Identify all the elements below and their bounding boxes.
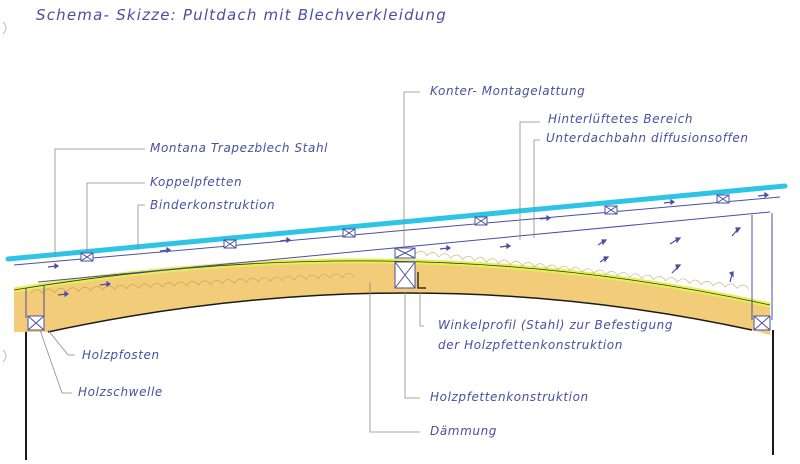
sill-box-right [753, 315, 771, 331]
label-koppelpfetten: Koppelpfetten [150, 175, 243, 189]
insulation-layer [13, 249, 771, 335]
leader-lines [39, 91, 540, 433]
purlin-box [342, 228, 356, 238]
steel-angle-profile [417, 272, 426, 289]
timber-sections [27, 194, 771, 331]
batten-line [13, 196, 781, 266]
label-daemmung: Dämmung [430, 424, 498, 438]
purlin-box [474, 216, 488, 226]
batten-box [394, 247, 416, 259]
label-holzpfosten: Holzpfosten [82, 348, 160, 362]
sill-box-left [27, 315, 45, 331]
label-holzschwelle: Holzschwelle [78, 385, 163, 399]
label-montana-trapezblech: Montana Trapezblech Stahl [150, 141, 329, 155]
label-hinterlueftetes-bereich: Hinterlüftetes Bereich [548, 112, 694, 126]
label-holzpfettenkonstruktion: Holzpfettenkonstruktion [430, 390, 589, 404]
label-winkelprofil-line2: der Holzpfettenkonstruktion [438, 338, 623, 352]
margin-mark [2, 349, 7, 363]
label-konter-montagelattung: Konter- Montagelattung [430, 84, 586, 98]
airflow-arrows [47, 191, 770, 298]
label-unterdachbahn: Unterdachbahn diffusionsoffen [546, 131, 749, 145]
margin-mark [2, 21, 7, 35]
diagram-title: Schema- Skizze: Pultdach mit Blechverkle… [36, 6, 447, 24]
trapezoidal-metal-sheet [5, 183, 788, 262]
purlin-box [223, 239, 237, 249]
purlin-box [604, 205, 618, 215]
label-binderkonstruktion: Binderkonstruktion [150, 198, 276, 212]
ridge-post-box [394, 261, 416, 289]
purlin-box [716, 194, 730, 204]
purlin-box [80, 252, 94, 262]
label-winkelprofil-line1: Winkelprofil (Stahl) zur Befestigung [438, 318, 674, 332]
